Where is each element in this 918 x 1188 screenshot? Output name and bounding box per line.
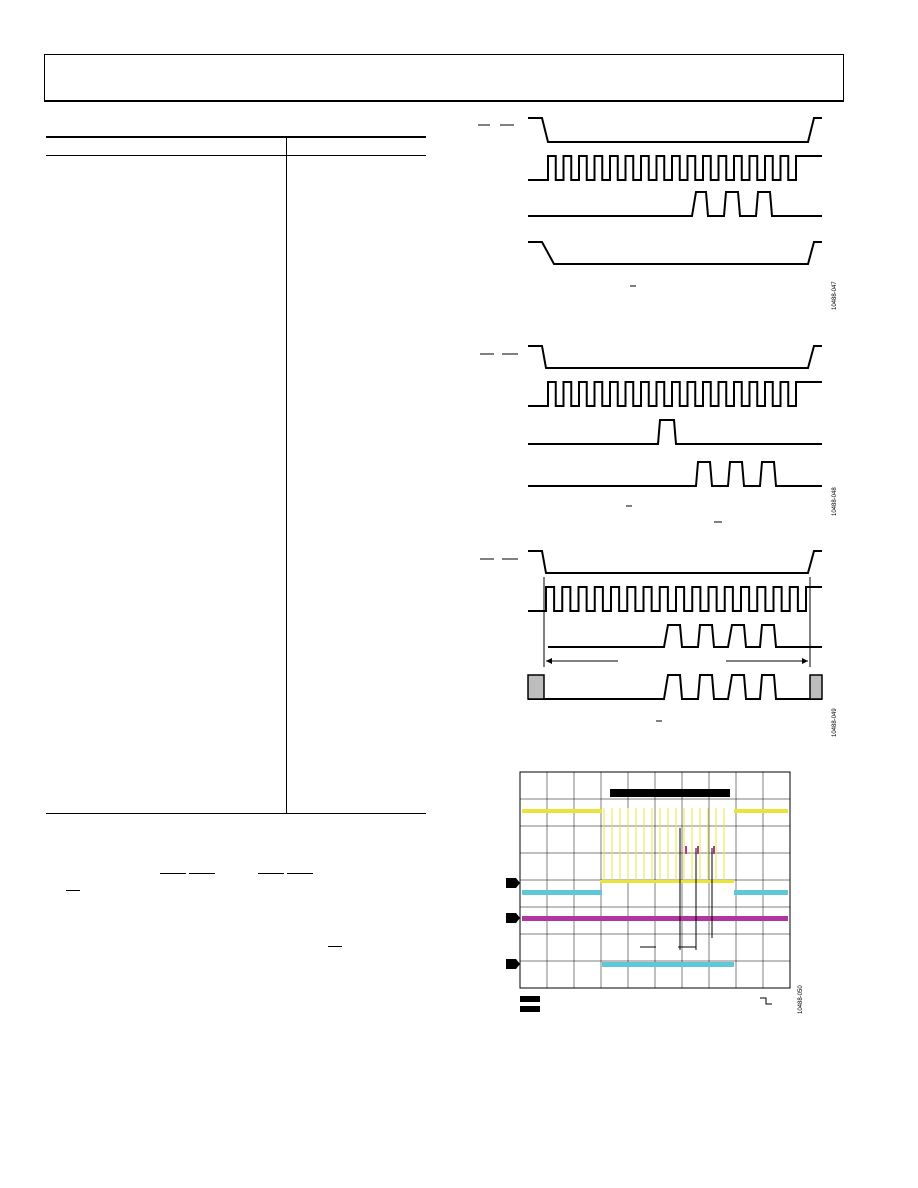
overbar-mark (287, 873, 313, 874)
trace-yellow (522, 809, 788, 883)
table-column-divider (286, 137, 287, 813)
table-header-rule (46, 155, 426, 156)
trace-yellow-pulses (603, 808, 725, 882)
channel-marker (506, 959, 520, 969)
trigger-edge-icon (760, 997, 772, 1005)
timing-diagram-figure-1: 10488-047 (478, 117, 838, 310)
overbar-mark (66, 890, 80, 891)
figure-1-id: 10488-047 (832, 281, 838, 310)
overbar-mark (258, 873, 284, 874)
trace-cyan-lower (602, 962, 734, 967)
trace-magenta-spikes (685, 846, 715, 854)
dout-waveform (528, 461, 822, 487)
overbar-mark (328, 946, 342, 947)
trace-magenta (522, 916, 788, 921)
trace-cyan-upper (734, 890, 788, 895)
figure-3-id: 10488-049 (832, 708, 838, 737)
channel-marker (506, 878, 520, 888)
hatched-region-end (809, 674, 823, 700)
sclk-waveform (528, 586, 822, 612)
arrowhead-right (802, 658, 808, 664)
data-waveform (548, 624, 822, 648)
trace-black-spikes (679, 828, 713, 950)
output-waveform (528, 674, 822, 700)
busy-waveform (528, 241, 822, 265)
figure-2-id: 10488-048 (832, 487, 838, 516)
oscilloscope-capture: 10488-050 (506, 771, 804, 1014)
cs-waveform (528, 117, 822, 143)
arrowhead-left (546, 658, 552, 664)
overbar-mark (160, 873, 186, 874)
sclk-waveform (528, 381, 822, 407)
figure-3-waveforms (480, 550, 822, 700)
trace-cyan-upper (522, 890, 602, 895)
acquisition-bar (610, 789, 730, 797)
figure-4-id: 10488-050 (798, 985, 804, 1014)
hatched-region-start (527, 674, 545, 700)
figure-1-waveforms (478, 117, 822, 265)
status-block (520, 1006, 540, 1012)
status-block (520, 996, 540, 1002)
timing-diagram-figure-3: 10488-049 (480, 550, 838, 737)
cs-waveform (528, 550, 822, 574)
timing-diagram-figure-2: 10488-048 (480, 345, 838, 523)
figure-2-waveforms (480, 345, 822, 487)
table-bottom-rule (46, 813, 426, 814)
overbar-mark (189, 873, 215, 874)
sclk-waveform (528, 155, 822, 181)
table-top-rule (46, 136, 426, 138)
channel-marker (506, 913, 520, 923)
page-header-box (44, 54, 844, 102)
din-waveform (528, 419, 822, 445)
data-waveform (528, 191, 822, 217)
cs-waveform (528, 345, 822, 369)
